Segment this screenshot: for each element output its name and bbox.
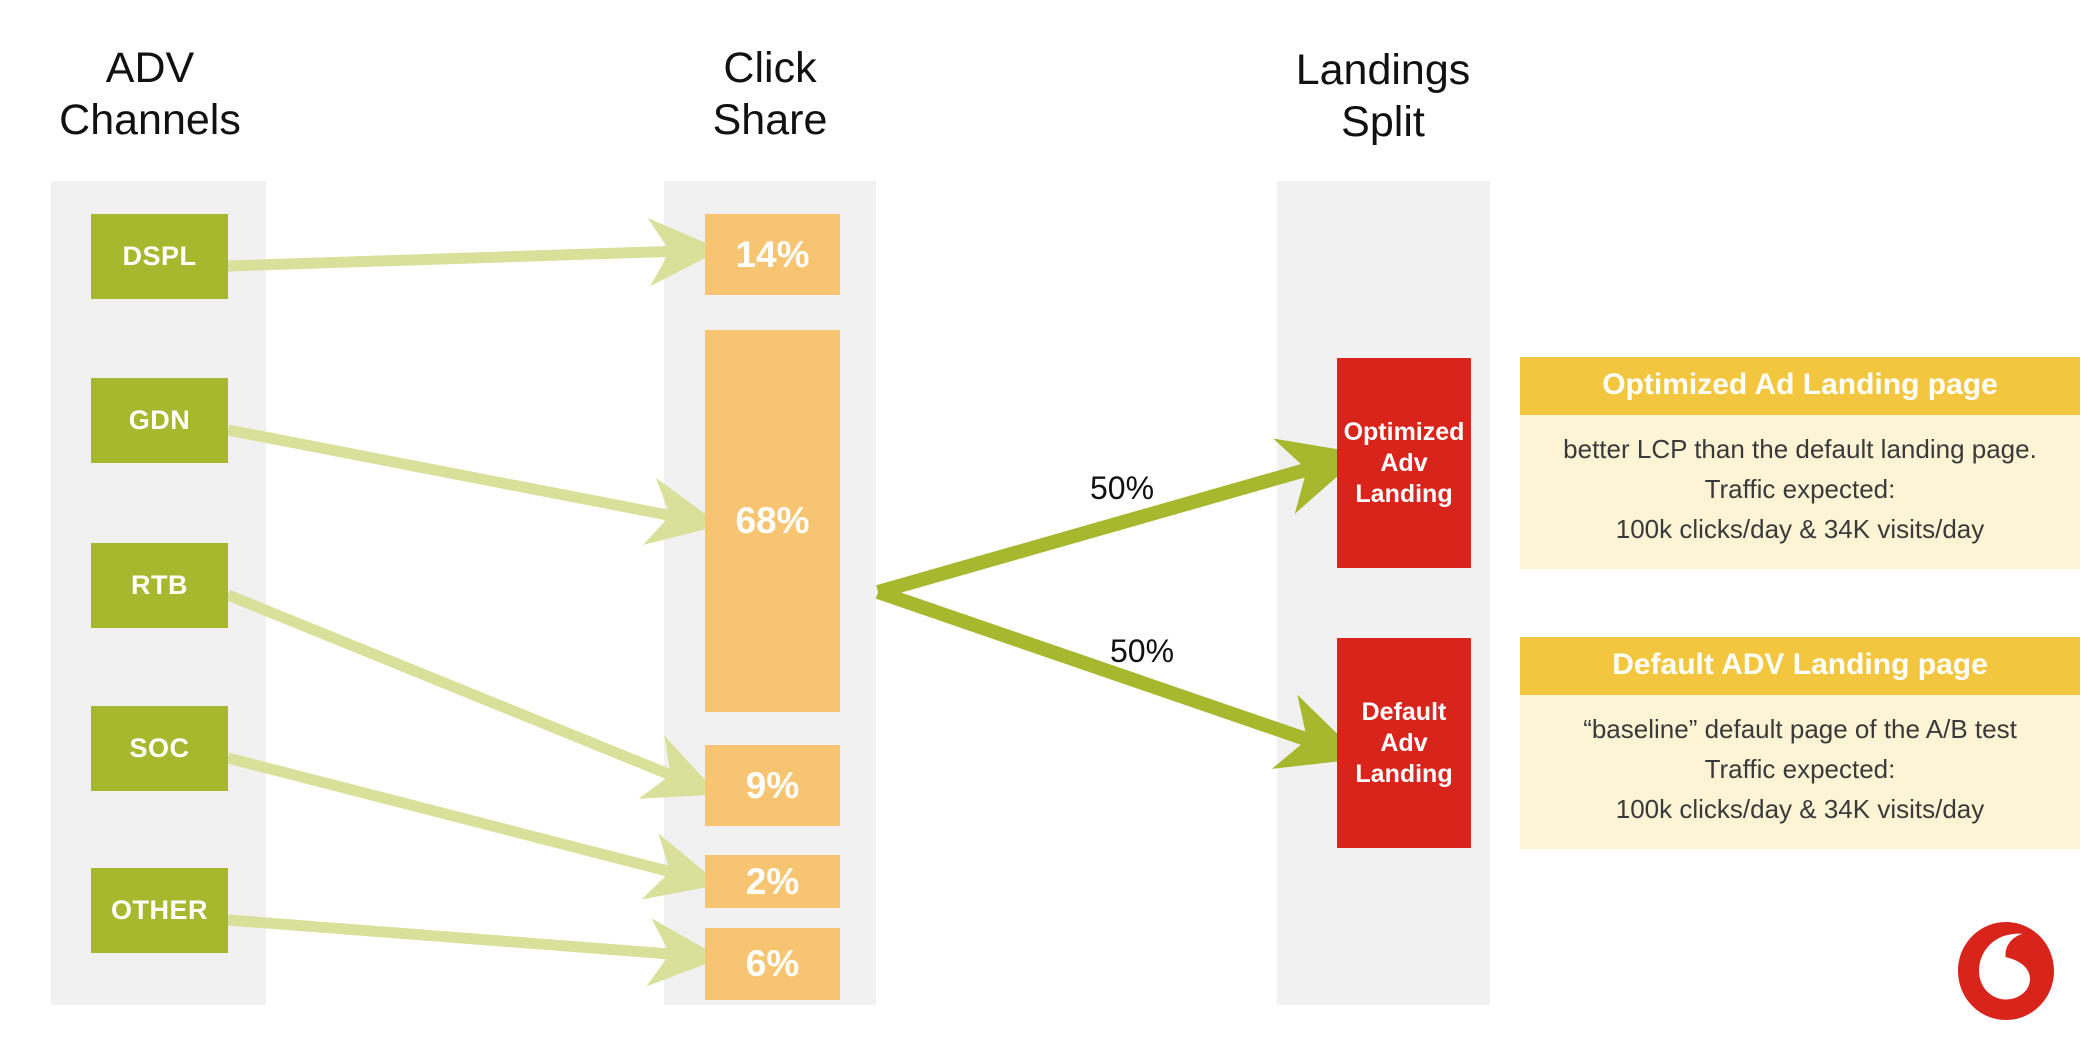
arrow-dspl-to-14: [227, 218, 722, 287]
info-card-title: Optimized Ad Landing page: [1520, 357, 2080, 415]
click-share-bar-2[interactable]: 2%: [705, 855, 840, 908]
click-share-bar-9[interactable]: 9%: [705, 745, 840, 826]
vodafone-logo: [1958, 922, 2054, 1020]
adv-channel-label: RTB: [131, 570, 188, 600]
info-card-optimized: Optimized Ad Landing page better LCP tha…: [1520, 357, 2080, 569]
adv-channel-box-gdn[interactable]: GDN: [91, 378, 228, 463]
arrow-gdn-to-68: [226, 424, 721, 546]
adv-channel-label: SOC: [129, 733, 190, 763]
click-share-bar-14[interactable]: 14%: [705, 214, 840, 295]
info-card-body: “baseline” default page of the A/B test …: [1520, 695, 2080, 849]
arrow-other-to-6: [227, 914, 722, 987]
info-card-body: better LCP than the default landing page…: [1520, 415, 2080, 569]
click-share-value: 68%: [735, 500, 810, 541]
click-share-value: 6%: [745, 943, 800, 984]
arrow-rtb-to-9: [225, 589, 719, 799]
column-title-click-share: Click Share: [712, 44, 828, 144]
adv-channel-box-other[interactable]: OTHER: [91, 868, 228, 953]
vodafone-speechmark-icon: [1958, 922, 2054, 1020]
adv-channel-label: DSPL: [122, 241, 197, 271]
adv-channel-box-dspl[interactable]: DSPL: [91, 214, 228, 299]
click-share-bar-6[interactable]: 6%: [705, 928, 840, 1000]
adv-channel-label: GDN: [128, 405, 191, 435]
click-share-value: 9%: [745, 764, 800, 806]
split-label-optimized: 50%: [1090, 470, 1155, 506]
landing-box-label: Optimized Adv Landing: [1343, 417, 1465, 508]
adv-channel-box-soc[interactable]: SOC: [91, 706, 228, 791]
column-title-adv-channels: ADV Channels: [59, 44, 241, 144]
info-card-title: Default ADV Landing page: [1520, 637, 2080, 695]
landing-box-default-adv-landing[interactable]: Default Adv Landing: [1337, 638, 1471, 848]
click-share-value: 14%: [735, 233, 810, 275]
click-share-value: 2%: [745, 860, 800, 902]
panel-landings-split: [1277, 181, 1490, 1005]
split-label-default: 50%: [1110, 633, 1175, 669]
landing-box-optimized-adv-landing[interactable]: Optimized Adv Landing: [1337, 358, 1471, 568]
adv-channel-label: OTHER: [111, 895, 208, 925]
column-title-landings-split: Landings Split: [1295, 46, 1471, 146]
arrow-split-to-default: [875, 585, 1363, 769]
landing-box-label: Default Adv Landing: [1355, 697, 1453, 788]
arrow-soc-to-2: [226, 752, 721, 900]
adv-channel-box-rtb[interactable]: RTB: [91, 543, 228, 628]
info-card-default: Default ADV Landing page “baseline” defa…: [1520, 637, 2080, 849]
click-share-bar-68[interactable]: 68%: [705, 330, 840, 712]
